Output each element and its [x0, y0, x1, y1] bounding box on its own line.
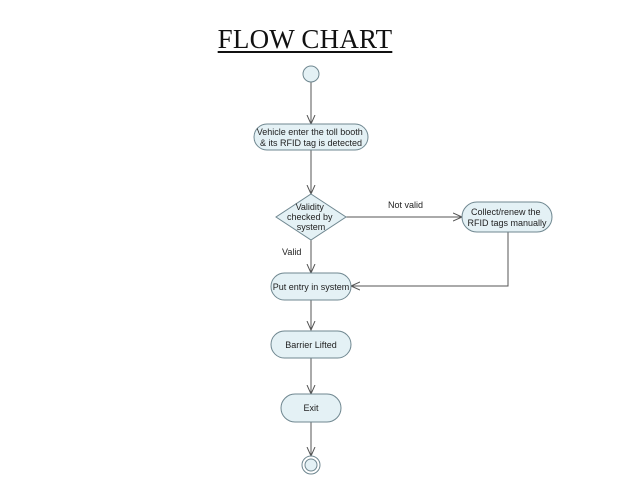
node-put-entry-line-1: Put entry in system: [273, 282, 350, 292]
edge-label-not-valid: Not valid: [388, 200, 423, 210]
svg-text:Exit: Exit: [303, 403, 319, 413]
start-node: [302, 65, 320, 83]
svg-text:Put entry in system: Put entry in system: [273, 282, 350, 292]
edge-collect-to-entry: [351, 232, 509, 286]
svg-text:Barrier Lifted: Barrier Lifted: [285, 340, 337, 350]
node-vehicle-detected-line-1: Vehicle enter the toll booth: [257, 127, 363, 137]
svg-text:Collect/renew the RFID tag: Collect/renew the RFID tags manually: [467, 207, 547, 228]
node-vehicle-detected: [253, 123, 369, 151]
svg-text:Vehicle enter the toll booth: Vehicle enter the toll booth & its RFID …: [257, 127, 366, 148]
decision-validity-line-1: Validity: [296, 202, 325, 212]
decision-validity-line-3: system: [297, 222, 326, 232]
node-collect-renew-line-2: RFID tags manually: [467, 218, 547, 228]
node-exit-line-1: Exit: [303, 403, 319, 413]
node-put-entry: [270, 272, 352, 301]
decision-validity-checked: [275, 193, 347, 241]
svg-text:Validity checked by sy: Validity checked by system: [287, 202, 335, 232]
edge-label-valid: Valid: [282, 247, 301, 257]
node-barrier-lifted: [270, 330, 352, 359]
node-vehicle-detected-line-2: & its RFID tag is detected: [260, 138, 362, 148]
node-collect-renew-line-1: Collect/renew the: [471, 207, 541, 217]
node-collect-renew-tags: [461, 201, 553, 233]
page-title: FLOW CHART: [217, 24, 393, 54]
node-barrier-lifted-line-1: Barrier Lifted: [285, 340, 337, 350]
node-exit: [280, 393, 342, 423]
end-node-inner: [304, 458, 318, 472]
decision-validity-line-2: checked by: [287, 212, 333, 222]
